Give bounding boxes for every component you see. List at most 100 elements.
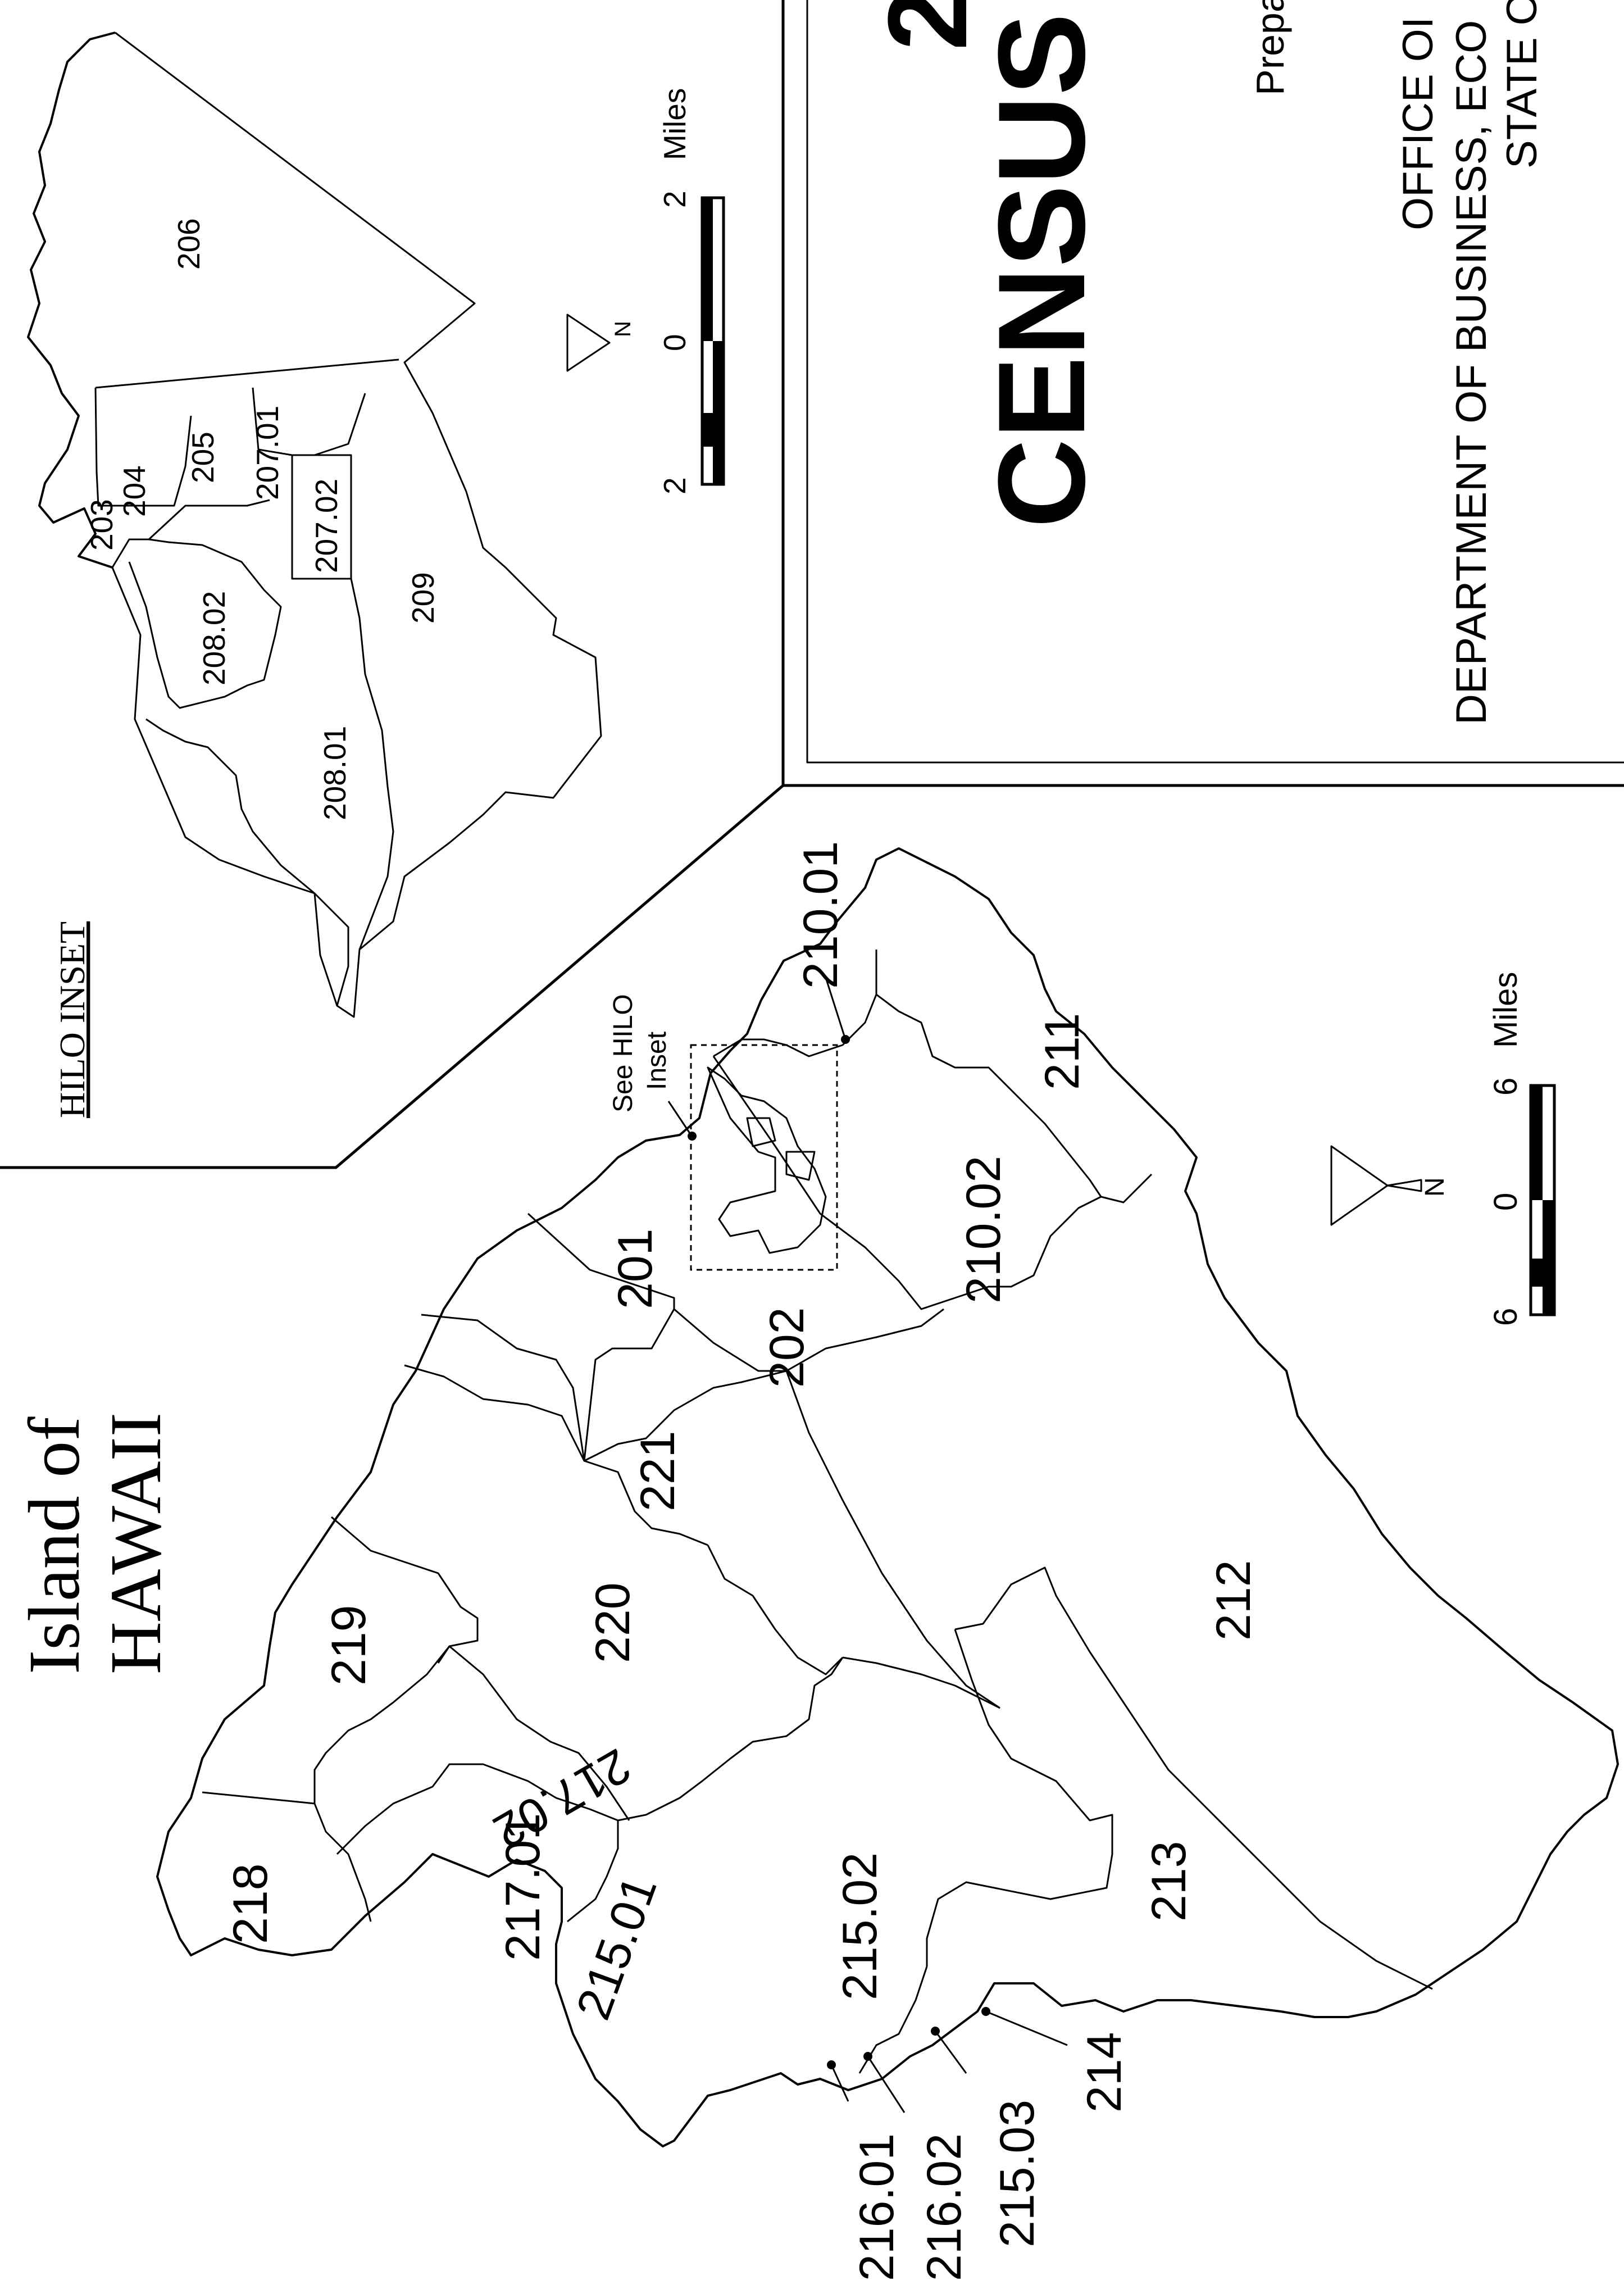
inset-boundary-209 [145, 718, 338, 1006]
tract-label-215-03: 215.03 [990, 2100, 1044, 2247]
tract-label-205: 205 [185, 432, 220, 483]
see-inset-line-2: Inset [642, 1032, 672, 1090]
tract-215-03-leader [934, 2031, 967, 2074]
inset-boundary-208 [111, 499, 270, 568]
tract-label-209: 209 [406, 572, 440, 624]
boundary-220-212 [707, 1545, 844, 1675]
tract-label-216-02: 216.02 [917, 2133, 971, 2281]
main-scale-bar [1529, 1084, 1556, 1316]
tract-label-203: 203 [84, 499, 119, 551]
office-fragment: OFFICE OI [1394, 17, 1442, 230]
tract-label-215-01: 215.01 [566, 1869, 667, 2026]
inset-title: HILO INSET [52, 921, 92, 1118]
inset-boundary-206-west [95, 358, 399, 389]
tract-label-217-02: 217.02 [485, 1738, 640, 1859]
inset-boundary-205-207 [94, 387, 192, 507]
inset-coastline [27, 31, 116, 569]
tract-label-210-01: 210.01 [794, 841, 848, 989]
boundary-212-213 [954, 1566, 1433, 1990]
main-map-title: Island of HAWAII [14, 1413, 176, 1674]
tract-label-212: 212 [1207, 1560, 1261, 1641]
title-line-2: HAWAII [95, 1413, 176, 1674]
island-coastline [156, 847, 1619, 2147]
inset-north-label: N [611, 321, 635, 337]
tract-216-01-leader [830, 2064, 849, 2102]
main-north-arrow-icon [1330, 1145, 1389, 1226]
tract-label-214: 214 [1077, 2032, 1131, 2113]
tract-216-02-leader [867, 2056, 906, 2113]
boundary-219-217 [313, 1646, 451, 1804]
boundary-210-211 [876, 993, 1068, 1152]
tract-label-208-02: 208.02 [197, 591, 231, 685]
boundary-202-210-02 [712, 1056, 1102, 1310]
department-fragment: DEPARTMENT OF BUSINESS, ECO [1448, 20, 1495, 725]
inset-scale-bar [700, 196, 725, 486]
island-map: See HILO Inset 201 202 210.01 210.02 211… [156, 841, 1619, 2281]
hilo-local-tracts [707, 1066, 827, 1254]
main-scale-left: 6 [1487, 1308, 1524, 1326]
boundary-211-212 [1066, 1151, 1153, 1203]
see-inset-line-1: See HILO [608, 994, 638, 1112]
tract-label-208-01: 208.01 [317, 726, 352, 820]
boundary-221-212 [785, 1370, 1000, 1709]
tract-label-207-01: 207.01 [250, 406, 285, 500]
boundary-201-coast [421, 1314, 585, 1461]
tract-214-leader [985, 2010, 1068, 2046]
boundary-217-02 [449, 1645, 630, 1821]
main-north-label: N [1420, 1177, 1450, 1197]
hilo-inset: HILO INSET 206 203 204 205 207.01 207.02… [27, 31, 725, 1118]
boundary-212-215-02 [842, 1656, 1000, 1709]
boundary-215-01-02 [617, 1657, 844, 1822]
boundary-202-210 [674, 1308, 944, 1372]
tract-label-217-01: 217.01 [496, 1813, 550, 1961]
tract-label-220: 220 [586, 1583, 640, 1664]
hilo-inset-locator-box [690, 1044, 838, 1271]
boundary-217-01 [336, 1763, 618, 1855]
inset-scale-right: 2 [657, 190, 692, 208]
tract-label-207-02: 207.02 [309, 479, 344, 573]
boundary-221-202 [584, 1370, 787, 1462]
boundary-218-217 [313, 1803, 372, 1922]
tract-label-204: 204 [117, 465, 152, 517]
boundary-210-01 [713, 950, 877, 1057]
inset-scale-left: 2 [657, 477, 692, 494]
inset-boundary-209-north [350, 578, 394, 950]
tract-label-211: 211 [1035, 1013, 1089, 1090]
boundary-219-220 [331, 1516, 479, 1664]
main-scale-right: 6 [1487, 1078, 1524, 1096]
tract-label-201: 201 [608, 1229, 662, 1310]
main-scale-mid: 0 [1487, 1193, 1524, 1211]
inset-scale-mid: 0 [657, 334, 692, 351]
tract-label-210-02: 210.02 [957, 1156, 1011, 1304]
title-line-1: Island of [14, 1416, 95, 1674]
tract-label-215-02: 215.02 [833, 1852, 887, 2000]
tract-210-01-leader [825, 977, 847, 1040]
tract-label-213: 213 [1142, 1841, 1196, 1922]
prepared-fragment: Prepa [1248, 0, 1292, 96]
title-block-inner-border [806, 0, 1624, 764]
title-block-outer-border [781, 0, 1624, 787]
inset-frame-border [0, 0, 785, 1169]
inset-north-arrow-icon [566, 314, 611, 372]
boundary-217-215 [567, 1820, 619, 1923]
tract-label-221: 221 [631, 1431, 685, 1512]
see-inset-dot [688, 1132, 697, 1141]
boundary-213-215-02 [926, 1629, 1113, 1966]
boundary-218-219 [202, 1791, 315, 1805]
inset-outline [111, 31, 602, 1018]
year-fragment: 20 [865, 0, 990, 51]
tract-label-219: 219 [322, 1605, 376, 1686]
state-fragment: STATE O [1498, 0, 1546, 169]
inset-boundary-208-02 [128, 538, 282, 709]
tract-label-218: 218 [224, 1864, 278, 1945]
main-scale-unit: Miles [1487, 972, 1524, 1048]
title-block: 20 CENSUS Prepa OFFICE OI DEPARTMENT OF … [865, 0, 1546, 725]
main-north-arrow-notch [1386, 1179, 1422, 1192]
tract-label-202: 202 [760, 1307, 814, 1388]
census-fragment: CENSUS [972, 13, 1111, 528]
tract-label-206: 206 [171, 218, 206, 270]
inset-scale-unit: Miles [657, 88, 692, 160]
tract-label-216-01: 216.01 [850, 2133, 904, 2281]
see-inset-leader [667, 1101, 692, 1136]
